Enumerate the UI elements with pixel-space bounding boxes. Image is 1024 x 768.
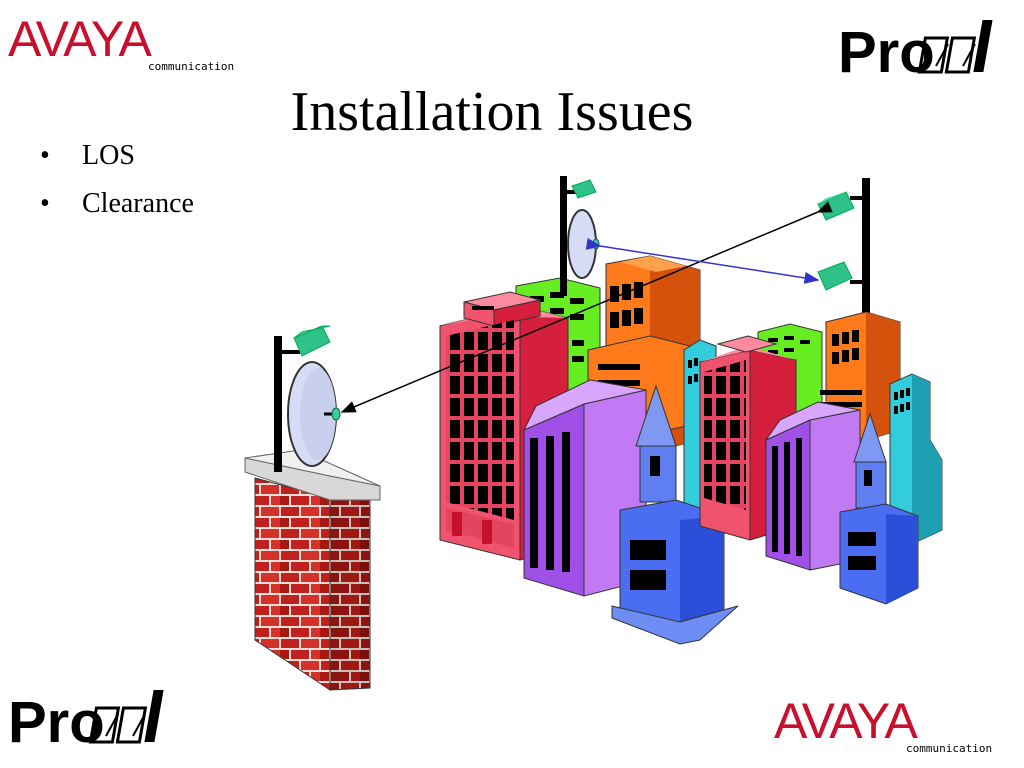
purple-building-right xyxy=(764,401,861,571)
bullet-list: LOS Clearance xyxy=(40,136,194,232)
bullet-item-los: LOS xyxy=(40,136,194,184)
avaya-wordmark: AVAYA xyxy=(8,11,153,67)
bullet-item-clearance: Clearance xyxy=(40,184,194,232)
avaya-logo-bottom-graphic: AVAYA communication xyxy=(774,693,992,755)
avaya-logo-bottom: AVAYA communication xyxy=(772,690,1022,760)
avaya-tagline: communication xyxy=(148,60,234,73)
probot-striped-letters xyxy=(88,690,164,744)
probot-logo-top-graphic: Pro xyxy=(838,20,993,85)
probot-logo-top: Pro xyxy=(836,6,1016,88)
probot-pro-text: Pro xyxy=(8,690,105,755)
blue-tower-right xyxy=(839,412,919,605)
brick-wall xyxy=(244,449,381,691)
link-lines xyxy=(340,201,833,413)
probot-logo-bottom: Pro xyxy=(6,682,186,764)
antenna-right xyxy=(817,178,870,318)
avaya-wordmark: AVAYA xyxy=(774,693,919,749)
blue-tower-left xyxy=(611,384,739,645)
avaya-tagline: communication xyxy=(906,742,992,755)
antenna-center xyxy=(560,176,600,296)
probot-pro-text: Pro xyxy=(838,20,935,85)
slide-title: Installation Issues xyxy=(290,81,694,143)
cyan-building-right xyxy=(889,373,943,545)
avaya-logo-top-graphic: AVAYA communication xyxy=(8,11,234,73)
probot-striped-letters xyxy=(917,20,993,74)
avaya-logo-top: AVAYA communication xyxy=(8,8,258,78)
antenna-left xyxy=(274,325,341,472)
probot-logo-bottom-graphic: Pro xyxy=(8,690,164,755)
los-link-short xyxy=(585,237,820,284)
